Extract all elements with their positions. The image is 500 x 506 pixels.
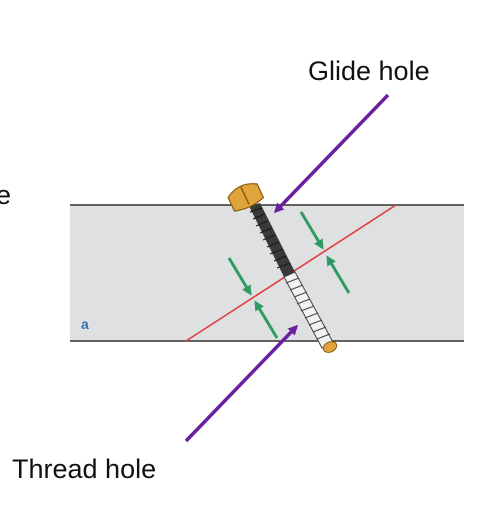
thread-hole-label: Thread hole	[12, 454, 157, 484]
compression-arrow-icon	[254, 300, 279, 339]
figure-panel-letter: a	[81, 316, 89, 332]
screw-tip	[322, 341, 338, 353]
compression-arrows	[227, 211, 351, 339]
glide-hole-pointer-arrow-icon	[273, 93, 390, 214]
screw-head	[227, 183, 265, 212]
thread-hole-pointer-arrow-icon	[184, 324, 299, 443]
compression-arrow-icon	[299, 211, 324, 250]
compression-arrow-icon	[227, 257, 252, 296]
cut-off-text: e	[0, 180, 12, 210]
lag-screw-icon	[227, 183, 338, 353]
glide-hole-label: Glide hole	[308, 56, 430, 86]
compression-arrow-icon	[326, 255, 351, 294]
screw-glide-shaft	[249, 203, 295, 277]
